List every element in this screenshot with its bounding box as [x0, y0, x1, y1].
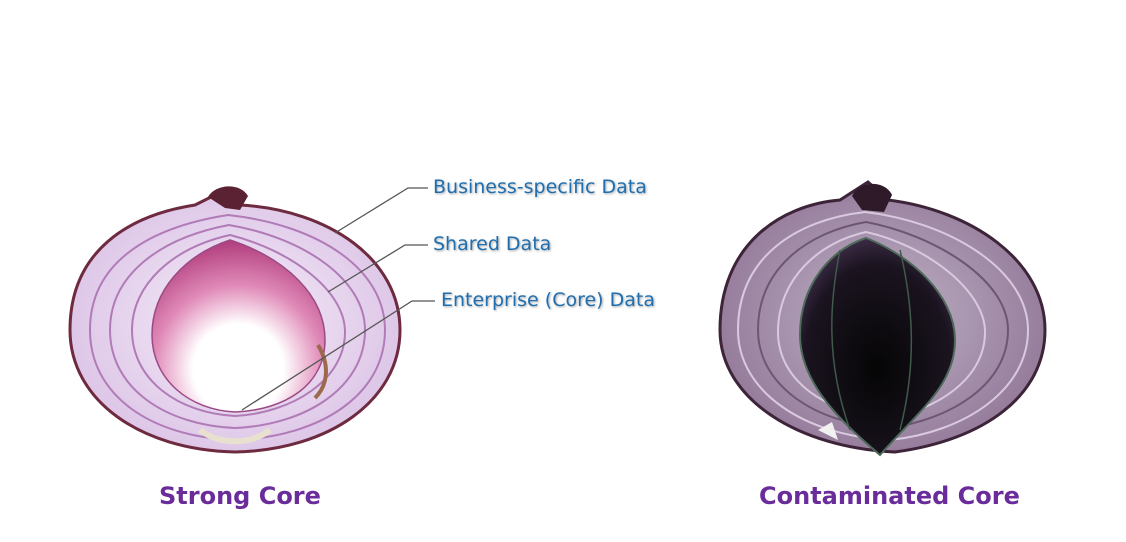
caption-contaminated-core: Contaminated Core	[759, 482, 1020, 510]
caption-strong-core: Strong Core	[159, 482, 321, 510]
leader-lines	[241, 187, 435, 411]
callout-business-specific-data: Business-specific Data	[433, 176, 647, 198]
strong-onion-icon	[68, 186, 402, 454]
callout-enterprise-core-data: Enterprise (Core) Data	[441, 289, 655, 311]
leader-line-shared	[327, 244, 428, 293]
contaminated-onion-icon	[718, 180, 1047, 457]
callout-shared-data: Shared Data	[433, 233, 552, 255]
leader-line-enterprise	[241, 300, 435, 411]
leader-line-business	[334, 187, 428, 234]
